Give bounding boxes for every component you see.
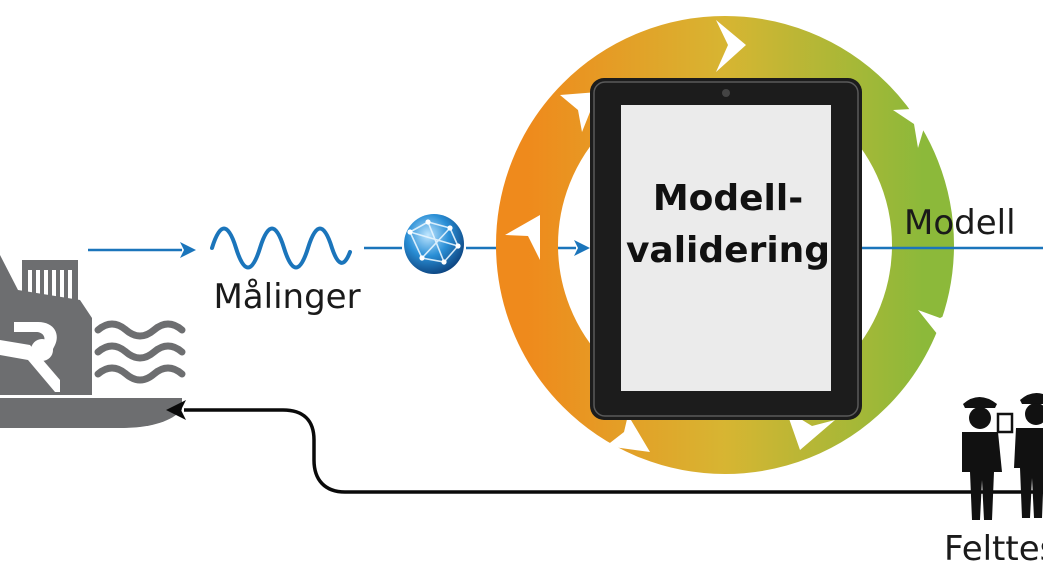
model-label: Modell xyxy=(904,203,1016,243)
field-workers-icon xyxy=(962,393,1043,520)
measurements-label: Målinger xyxy=(213,277,360,317)
feedback-arrow xyxy=(166,400,1043,494)
field-test-label: Felttes xyxy=(944,529,1043,569)
network-globe-icon xyxy=(404,214,464,274)
model-validation-label-line2: validering xyxy=(626,230,830,271)
flow-arrow-to-measurements xyxy=(88,242,196,258)
water-waves-icon xyxy=(94,320,186,384)
hydropower-plant-icon xyxy=(0,255,182,428)
model-validation-label-line1: Modell- xyxy=(653,178,803,219)
tablet-icon xyxy=(590,78,862,420)
sine-wave-icon xyxy=(210,226,352,270)
